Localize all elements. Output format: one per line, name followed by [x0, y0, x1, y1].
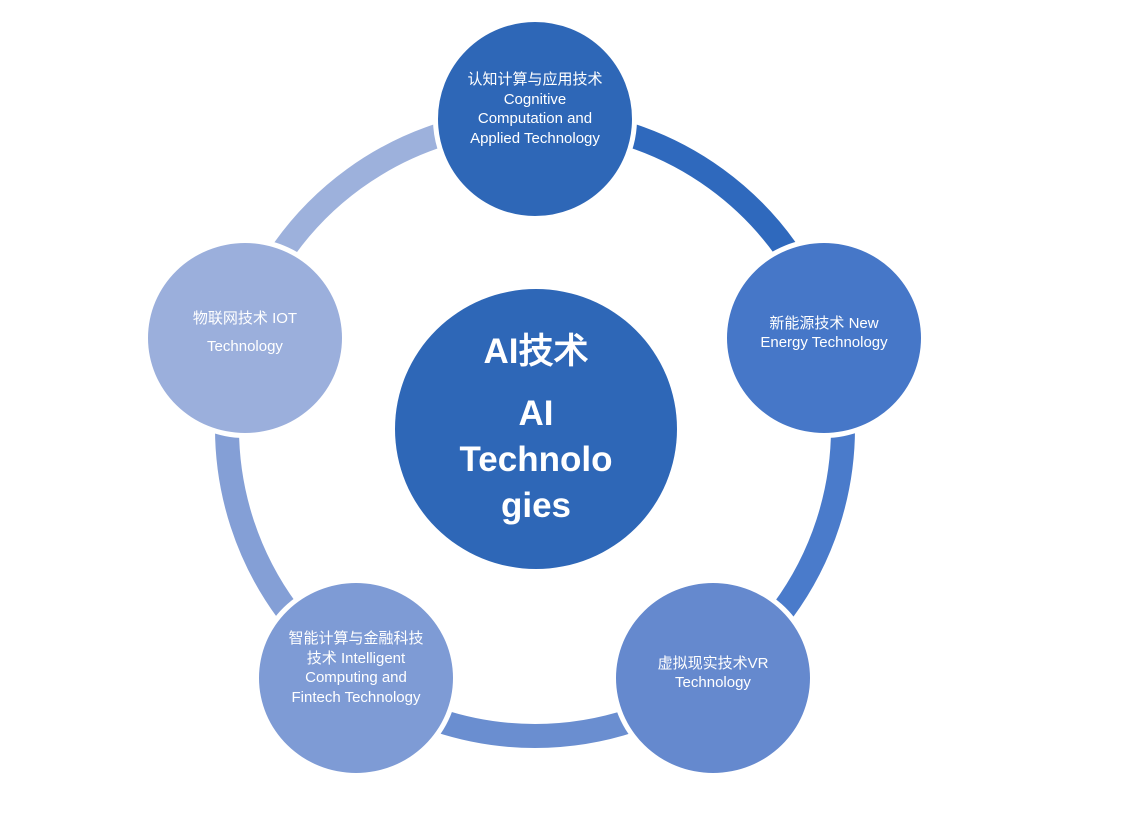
center-title-en: AI Technolo gies — [459, 394, 613, 525]
node-energy-label: 新能源技术 New Energy Technology — [760, 314, 888, 352]
node-cognitive-label: 认知计算与应用技术Cognitive Computation and Appli… — [467, 71, 603, 147]
node-energy: 新能源技术 New Energy Technology — [722, 238, 926, 438]
node-cognitive: 认知计算与应用技术Cognitive Computation and Appli… — [433, 17, 637, 221]
center-title-zh: AI技术 — [483, 332, 589, 371]
node-iot-label: 物联网技术 IOT Technology — [192, 310, 298, 355]
node-fintech: 智能计算与金融科技技术 Intelligent Computing and Fi… — [254, 578, 458, 778]
center-node-ai-technologies: AI技术 AI Technolo gies — [395, 289, 677, 569]
node-vr: 虚拟现实技术VR Technology — [611, 578, 815, 778]
node-vr-label: 虚拟现实技术VR Technology — [657, 654, 769, 692]
node-fintech-label: 智能计算与金融科技技术 Intelligent Computing and Fi… — [288, 630, 424, 706]
node-iot: 物联网技术 IOT Technology — [143, 238, 347, 438]
